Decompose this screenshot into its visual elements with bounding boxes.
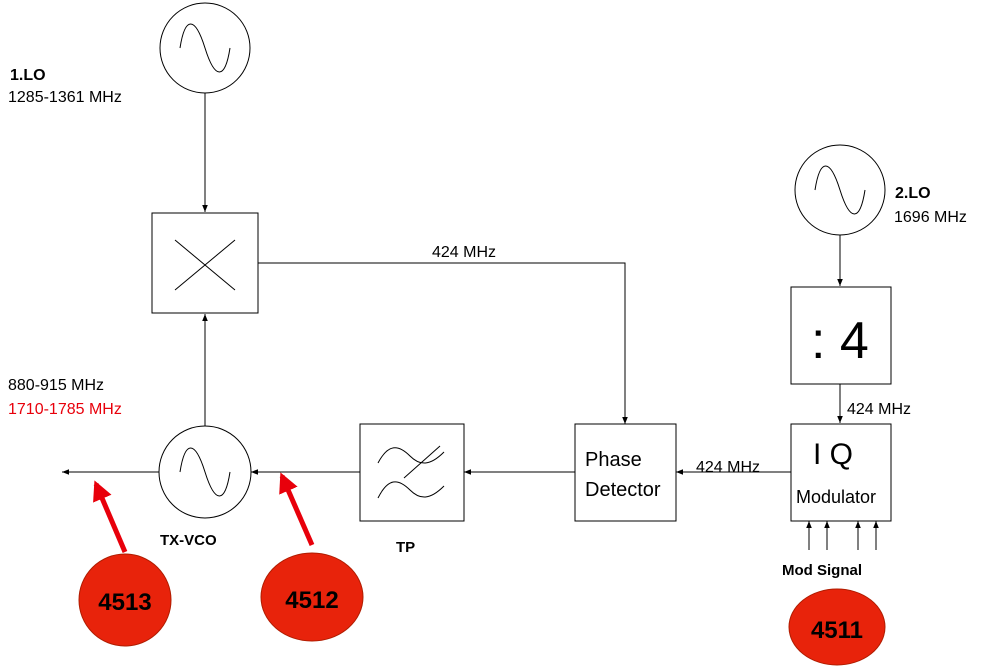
lo1-title: 1.LO [10, 67, 46, 84]
mixer-to-phase-detector-line [258, 262, 628, 424]
mixer-output-freq: 424 MHz [432, 244, 496, 261]
badge-4513: 4513 [78, 553, 172, 647]
lo1-oscillator [159, 2, 251, 94]
iq-modulator-title: I Q [813, 438, 853, 471]
tx-vco-band1: 880-915 MHz [8, 377, 104, 394]
lowpass-label: TP [396, 539, 415, 556]
tx-vco [158, 425, 252, 519]
badge-4512: 4512 [260, 552, 364, 642]
lowpass-filter [359, 423, 465, 522]
phase-detector-line1: Phase [585, 449, 642, 471]
tx-vco-label: TX-VCO [160, 532, 217, 549]
divider-block [790, 286, 892, 385]
badge-4511: 4511 [788, 588, 886, 666]
svg-text:4511: 4511 [811, 617, 863, 644]
svg-text:4513: 4513 [98, 589, 151, 616]
svg-text:4512: 4512 [285, 587, 338, 614]
sine-wave-icon [814, 165, 866, 215]
sine-wave-icon [179, 23, 231, 73]
mod-signal-label: Mod Signal [782, 562, 862, 579]
iq-output-freq: 424 MHz [696, 459, 760, 476]
tx-vco-band2: 1710-1785 MHz [8, 401, 122, 418]
lo2-title: 2.LO [895, 185, 931, 202]
pointer-arrow-4513 [93, 480, 128, 553]
sine-wave-icon [179, 447, 231, 497]
phase-detector-line2: Detector [585, 479, 661, 501]
pointer-arrow-4512 [279, 472, 315, 546]
iq-modulator-subtitle: Modulator [796, 487, 876, 507]
filter-icon [377, 447, 445, 464]
mod-signal-inputs [806, 521, 879, 550]
lo2-freq: 1696 MHz [894, 209, 967, 226]
divider-label: : 4 [811, 312, 869, 370]
divider-output-freq: 424 MHz [847, 401, 911, 418]
lo2-oscillator [794, 144, 886, 236]
phase-detector-block [574, 423, 677, 522]
lo1-freq: 1285-1361 MHz [8, 89, 122, 106]
mixer [151, 212, 259, 314]
iq-modulator-block [790, 423, 892, 522]
